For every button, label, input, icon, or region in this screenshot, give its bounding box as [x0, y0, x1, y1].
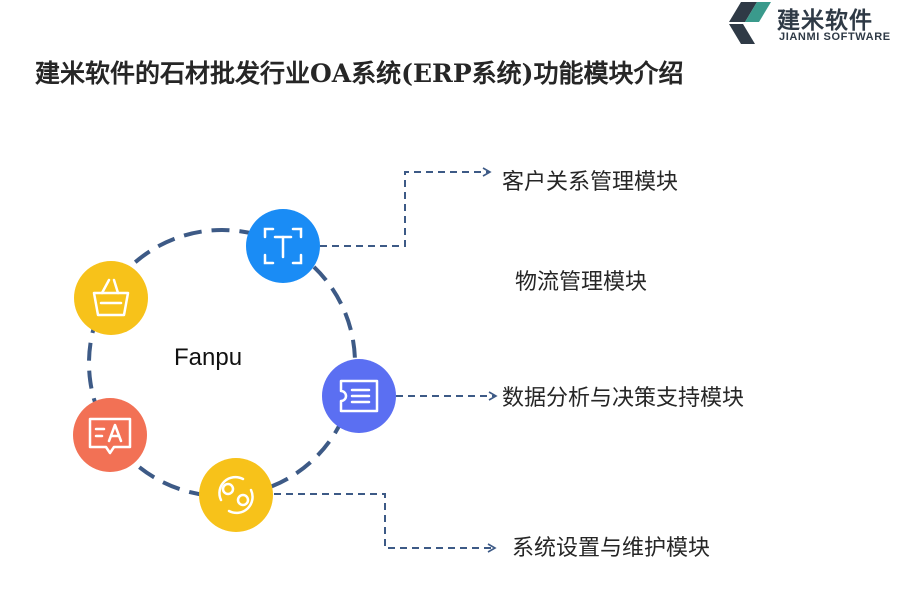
list-card-icon [322, 359, 396, 433]
sync-icon [199, 458, 273, 532]
basket-icon [74, 261, 148, 335]
connector-settings [274, 493, 497, 553]
translate-icon [73, 398, 147, 472]
module-analytics: 数据分析与决策支持模块 [502, 386, 745, 411]
logo-mark-icon [729, 2, 771, 44]
brand-logo: 建米软件 JIANMI SOFTWARE [725, 0, 900, 46]
text-recognition-icon [246, 209, 320, 283]
brand-name-cn: 建米软件 [777, 8, 873, 34]
page-title: 建米软件的石材批发行业OA系统(ERP系统)功能模块介绍 [35, 59, 684, 88]
module-crm: 客户关系管理模块 [502, 170, 679, 195]
module-logistics: 物流管理模块 [515, 270, 648, 295]
module-settings: 系统设置与维护模块 [512, 536, 711, 561]
brand-name-en: JIANMI SOFTWARE [779, 31, 891, 43]
center-label: Fanpu [174, 344, 243, 371]
connector-crm [320, 167, 492, 247]
